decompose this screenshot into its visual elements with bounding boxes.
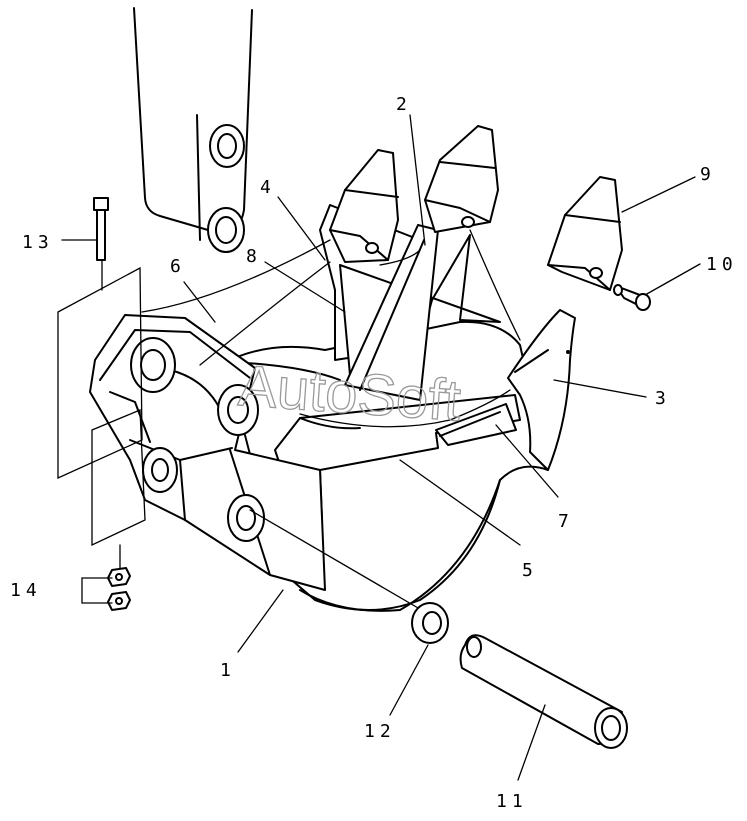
side-cutter <box>435 403 517 446</box>
tooth-pin <box>613 284 651 311</box>
callout-8: 8 <box>246 246 262 267</box>
shim <box>411 602 449 644</box>
arm-stick <box>133 7 253 253</box>
bolt <box>93 197 109 261</box>
callout-7: 7 <box>558 511 574 532</box>
callout-13: 13 <box>22 232 54 253</box>
callout-10: 10 <box>706 254 738 275</box>
callout-2: 2 <box>396 94 412 115</box>
callout-11: 11 <box>496 791 528 812</box>
bucket-pin <box>459 634 628 749</box>
tooth-loose <box>547 176 623 291</box>
callout-1: 1 <box>220 660 236 681</box>
tooth-middle <box>424 125 499 233</box>
side-plate <box>507 309 576 471</box>
tooth-adapters <box>344 224 439 401</box>
leader-lines <box>61 114 701 781</box>
callout-6: 6 <box>170 256 186 277</box>
bracket-bosses <box>130 337 265 542</box>
callout-4: 4 <box>260 177 276 198</box>
watermark: AutoSoft <box>236 353 462 433</box>
callout-12: 12 <box>364 721 396 742</box>
callout-14: 14 <box>10 580 42 601</box>
assembly-lines <box>57 229 521 613</box>
tooth-left <box>329 149 399 263</box>
callout-3: 3 <box>655 388 671 409</box>
nuts <box>81 567 131 611</box>
callout-5: 5 <box>522 560 538 581</box>
callout-9: 9 <box>700 164 716 185</box>
